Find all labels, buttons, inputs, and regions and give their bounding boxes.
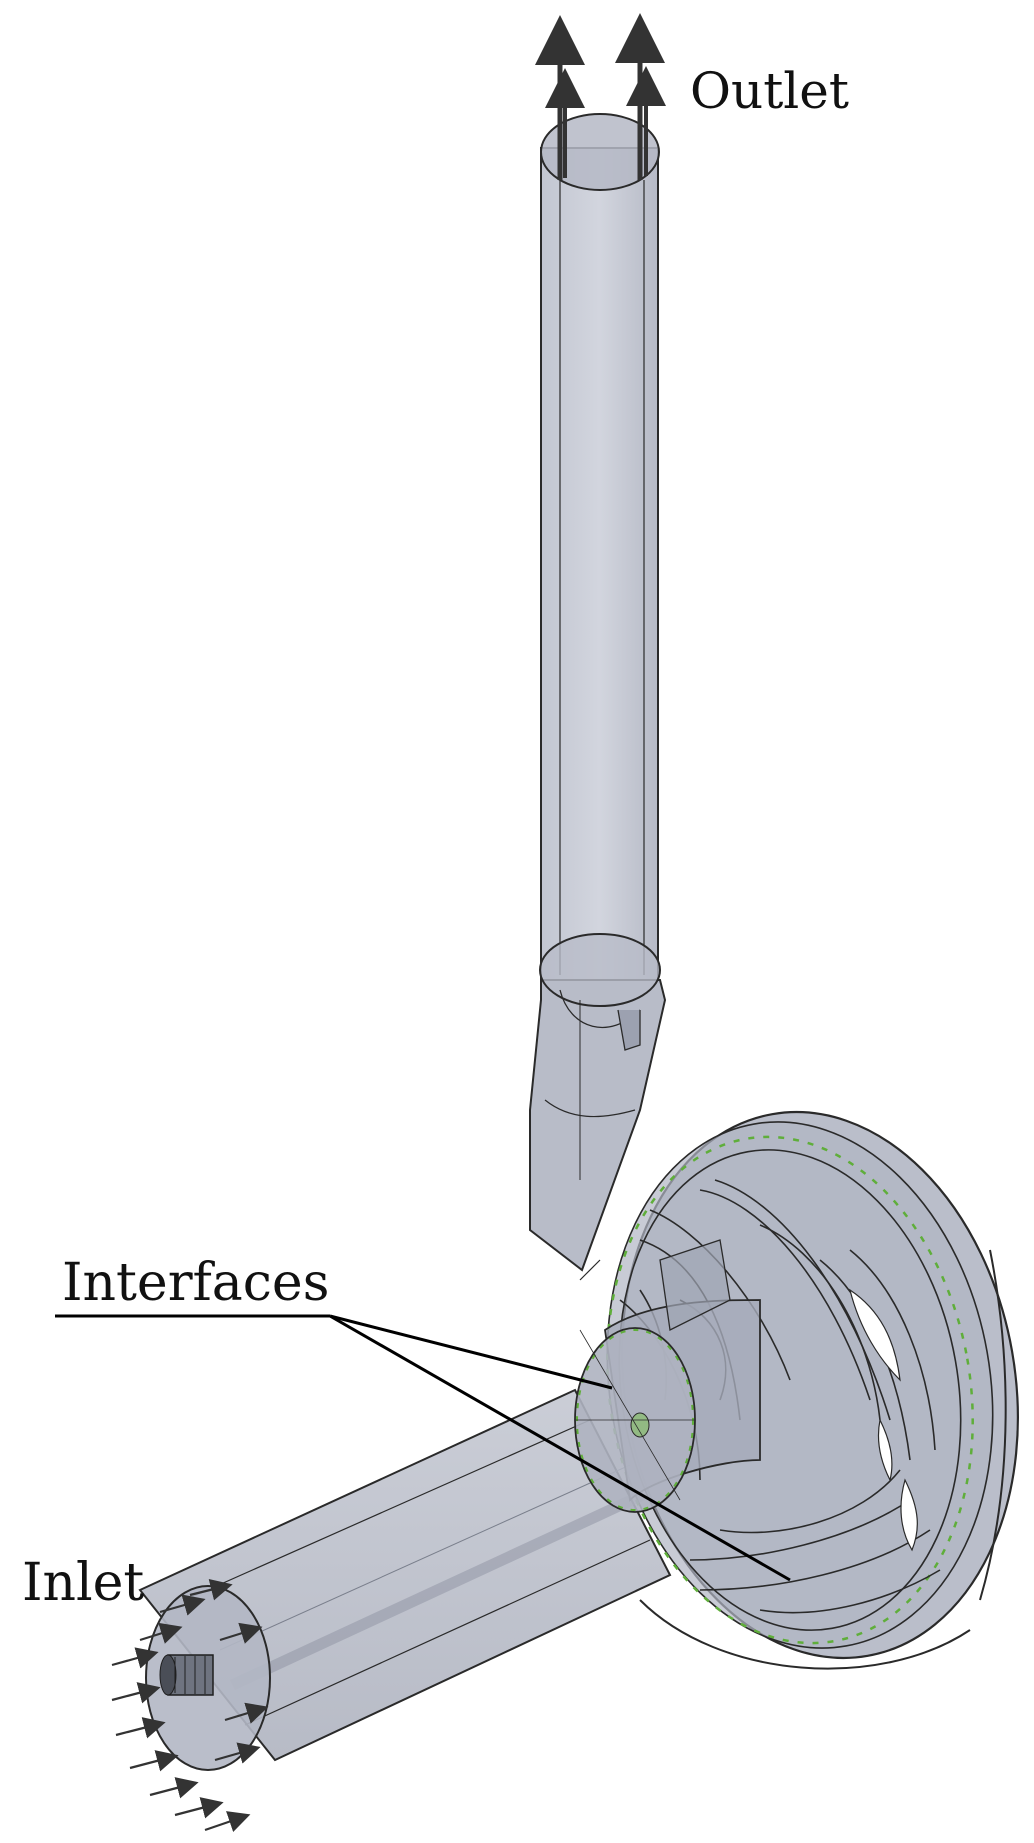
inlet-face — [145, 1585, 271, 1771]
outlet-arrows — [535, 13, 666, 180]
impeller — [619, 1179, 941, 1614]
inlet-arrows — [111, 1578, 269, 1832]
diffuser-section — [529, 933, 667, 1272]
impeller-cutouts — [849, 1288, 918, 1552]
inlet-pipe — [138, 1388, 672, 1762]
interface-cylinder — [574, 1239, 761, 1513]
outlet-label: Outlet — [690, 62, 849, 120]
inlet-label: Inlet — [22, 1553, 144, 1613]
outlet-pipe — [540, 113, 660, 981]
interfaces-label: Interfaces — [62, 1253, 329, 1313]
interfaces-leader-lines — [55, 1314, 791, 1582]
